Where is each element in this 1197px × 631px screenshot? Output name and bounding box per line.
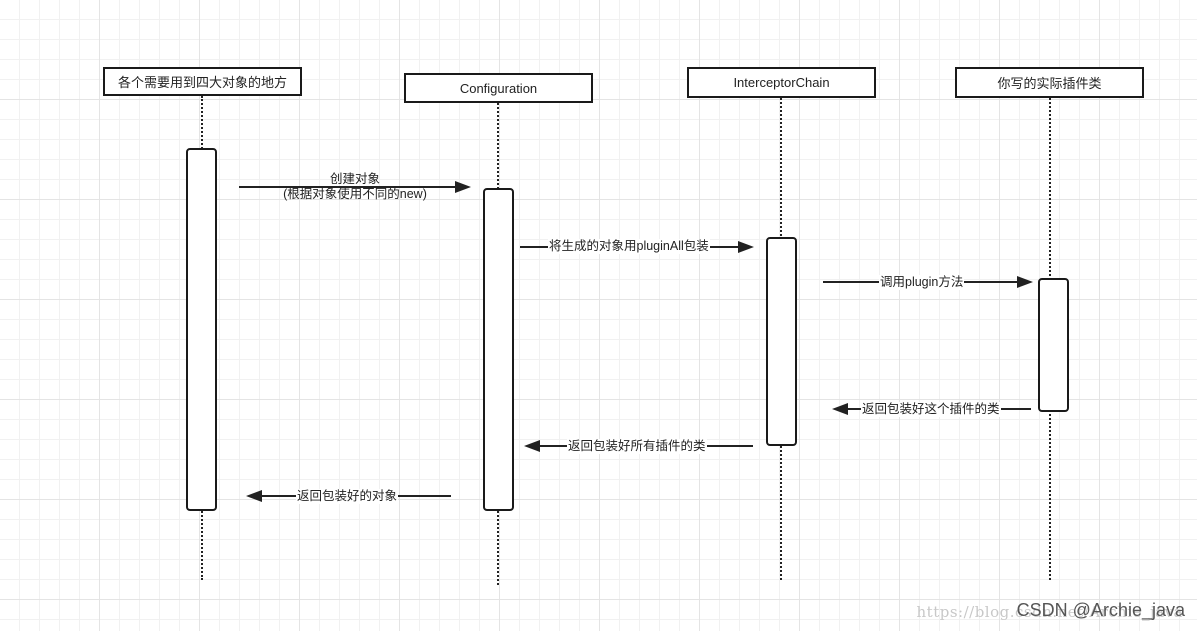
watermark-url: https://blog.csdn.net/Archie_java [916, 603, 1183, 621]
participant-configuration: Configuration [404, 73, 593, 103]
activation-interceptor-chain [766, 237, 797, 446]
participant-caller: 各个需要用到四大对象的地方 [103, 67, 302, 96]
arrowhead-call-plugin [1017, 276, 1033, 288]
participant-interceptor-chain: InterceptorChain [687, 67, 876, 98]
message-plugin-all-label: 将生成的对象用pluginAll包装 [548, 239, 710, 254]
participant-label: 你写的实际插件类 [997, 76, 1102, 91]
arrowhead-create [455, 181, 471, 193]
message-return-obj-label: 返回包装好的对象 [296, 489, 399, 504]
activation-plugin-class [1038, 278, 1069, 412]
activation-configuration [483, 188, 514, 511]
participant-plugin-class: 你写的实际插件类 [955, 67, 1144, 98]
arrowhead-return-obj [246, 490, 262, 502]
participant-label: Configuration [459, 80, 538, 96]
activation-caller [186, 148, 217, 511]
arrowhead-return-plugin [832, 403, 848, 415]
message-return-chain-label: 返回包装好所有插件的类 [567, 439, 707, 454]
participant-label: InterceptorChain [733, 75, 830, 90]
message-create-line1: 创建对象 [329, 172, 380, 186]
message-create-label: 创建对象 (根据对象使用不同的new) [272, 172, 438, 202]
message-create-line2: (根据对象使用不同的new) [283, 187, 427, 201]
arrowhead-plugin-all [738, 241, 754, 253]
watermark-brand: CSDN @Archie_java [1016, 600, 1185, 620]
message-call-plugin-label: 调用plugin方法 [879, 275, 965, 290]
participant-label: 各个需要用到四大对象的地方 [117, 75, 287, 90]
message-return-plugin-label: 返回包装好这个插件的类 [861, 402, 1001, 417]
arrowhead-return-chain [524, 440, 540, 452]
